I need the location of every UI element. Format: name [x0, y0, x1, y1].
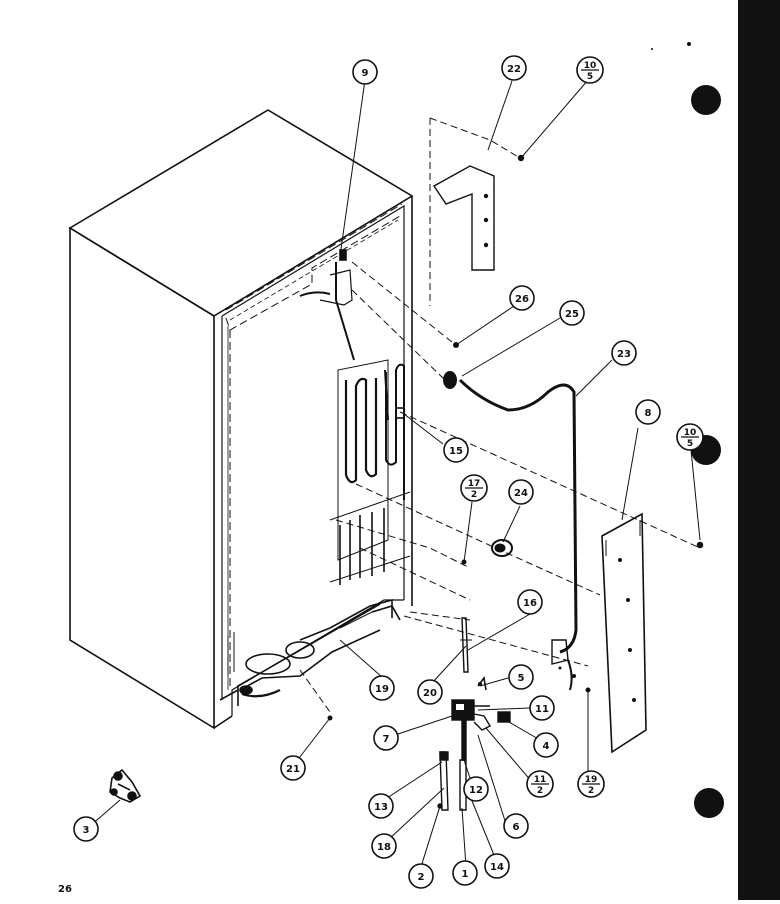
callout-11: 11 [529, 695, 555, 721]
callout-25: 25 [559, 300, 585, 326]
callout-8-label: 8 [645, 408, 652, 419]
callouts: 9 22 26 25 23 8 15 24 16 19 20 5 11 7 4 … [73, 55, 704, 889]
punch-hole-bottom [694, 788, 724, 818]
callout-20: 20 [417, 679, 443, 705]
callout-6-label: 6 [513, 822, 520, 833]
callout-7-label: 7 [383, 734, 390, 745]
fraction-callout-10-5-top: 10 5 [576, 56, 604, 84]
speck [651, 48, 653, 50]
callout-19-label: 19 [375, 684, 389, 695]
valve-assembly [437, 699, 511, 811]
callout-22: 22 [501, 55, 527, 81]
callout-leaders [89, 79, 701, 871]
callout-9: 9 [352, 59, 378, 85]
fraction-callout-17-2: 17 2 [460, 474, 488, 502]
fraction-19-2-den: 2 [588, 786, 594, 796]
part-3-bracket [109, 768, 142, 803]
refrigerator-cabinet [68, 109, 414, 730]
fraction-11-2-num: 11 [534, 775, 547, 785]
tubing-23 [458, 378, 578, 691]
fittings [327, 342, 513, 721]
fraction-17-2-den: 2 [471, 490, 477, 500]
callout-2-label: 2 [418, 872, 425, 883]
callout-24-label: 24 [514, 488, 528, 499]
callout-4-label: 4 [543, 741, 550, 752]
cabinet-side-face [69, 226, 215, 730]
callout-23: 23 [611, 340, 637, 366]
callout-5: 5 [508, 664, 534, 690]
base-components [239, 598, 401, 698]
binding-edge [738, 0, 780, 900]
callout-25-label: 25 [565, 309, 579, 320]
cover-panel-8 [601, 512, 704, 754]
fraction-callout-10-5-mid: 10 5 [676, 423, 704, 451]
callout-21-label: 21 [286, 764, 300, 775]
callout-22-label: 22 [507, 64, 521, 75]
bracket-panel-22 [432, 154, 525, 271]
callout-24: 24 [508, 479, 534, 505]
fraction-19-2-num: 19 [585, 775, 598, 785]
fraction-10-5-mid-num: 10 [684, 428, 697, 438]
callout-23-label: 23 [617, 349, 631, 360]
callout-26-a-label: 26 [515, 294, 529, 305]
callout-1-label: 1 [462, 869, 469, 880]
callout-8: 8 [635, 399, 661, 425]
callout-6: 6 [503, 813, 529, 839]
small-parts-16-20 [460, 617, 487, 691]
callout-19: 19 [369, 675, 395, 701]
condenser-coil [299, 249, 411, 585]
callout-14-label: 14 [490, 862, 504, 873]
callout-2: 2 [408, 863, 434, 889]
fraction-10-5-top-num: 10 [584, 61, 597, 71]
fraction-10-5-top-den: 5 [587, 72, 593, 82]
screws [478, 666, 591, 693]
fraction-callout-19-2: 19 2 [577, 770, 605, 798]
callout-4: 4 [533, 732, 559, 758]
callout-18: 18 [371, 833, 397, 859]
callout-26-a: 26 [509, 285, 535, 311]
callout-13-label: 13 [374, 802, 388, 813]
callout-5-label: 5 [518, 673, 525, 684]
callout-16: 16 [517, 589, 543, 615]
punch-hole-top [691, 85, 721, 115]
fraction-11-2-den: 2 [537, 786, 543, 796]
callout-9-label: 9 [362, 68, 369, 79]
callout-14: 14 [484, 853, 510, 879]
callout-15: 15 [443, 437, 469, 463]
callout-11-label: 11 [535, 704, 549, 715]
callout-3: 3 [73, 816, 99, 842]
callout-7: 7 [373, 725, 399, 751]
callout-16-label: 16 [523, 598, 537, 609]
callout-20-label: 20 [423, 688, 437, 699]
fraction-10-5-mid-den: 5 [687, 439, 693, 449]
callout-13: 13 [368, 793, 394, 819]
callout-18-label: 18 [377, 842, 391, 853]
callout-12: 12 [463, 776, 489, 802]
page-number: 26 [58, 884, 72, 895]
callout-15-label: 15 [449, 446, 463, 457]
callout-3-label: 3 [83, 825, 90, 836]
callout-12-label: 12 [469, 785, 483, 796]
fraction-callout-11-2: 11 2 [526, 770, 554, 798]
cabinet-top-face [68, 109, 414, 317]
callout-1: 1 [452, 860, 478, 886]
speck [687, 42, 691, 46]
callout-21: 21 [280, 755, 306, 781]
fraction-17-2-num: 17 [468, 479, 481, 489]
